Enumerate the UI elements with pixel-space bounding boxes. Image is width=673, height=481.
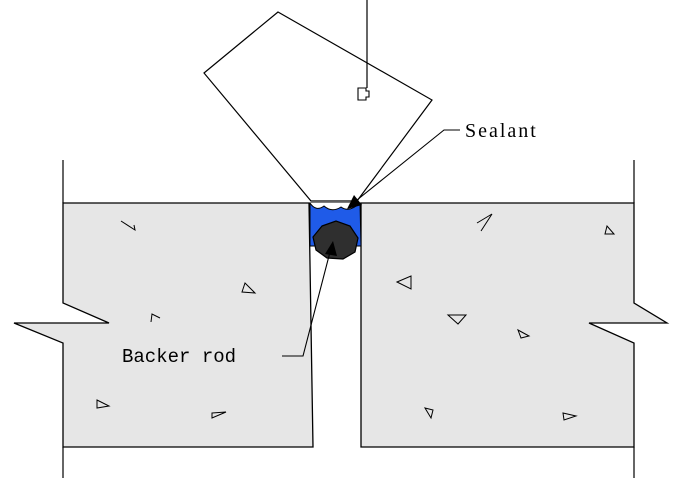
aggregate-mark xyxy=(241,282,257,294)
aggregate-mark xyxy=(423,407,434,420)
extension-lines xyxy=(62,160,635,478)
aggregate-mark xyxy=(120,220,136,232)
aggregate-mark xyxy=(446,314,468,325)
backer-rod-label: Backer rod xyxy=(122,346,236,368)
nozzle-connector-icon xyxy=(357,87,370,101)
aggregate-marks-right xyxy=(395,213,616,421)
sealant-leader-line xyxy=(356,129,460,201)
aggregate-mark xyxy=(476,213,493,232)
sealant-arrowhead-icon xyxy=(347,195,362,209)
backer-rod xyxy=(312,220,359,260)
backer-rod-arrowhead-icon xyxy=(325,241,337,256)
aggregate-mark xyxy=(562,412,578,421)
backer-rod-leader-line xyxy=(282,251,331,357)
aggregate-mark xyxy=(96,399,111,409)
aggregate-marks-left xyxy=(96,220,257,419)
aggregate-mark xyxy=(395,275,412,290)
aggregate-mark xyxy=(517,328,531,339)
left-concrete-slab xyxy=(13,202,314,448)
aggregate-mark xyxy=(604,224,616,235)
right-concrete-slab xyxy=(360,202,670,448)
backer-rod-leader xyxy=(282,241,337,357)
sealant-gun-nozzle xyxy=(203,11,433,202)
aggregate-mark xyxy=(211,411,227,419)
aggregate-mark xyxy=(150,313,161,323)
sealant-label: Sealant xyxy=(465,120,538,142)
sealant-leader xyxy=(347,129,460,209)
